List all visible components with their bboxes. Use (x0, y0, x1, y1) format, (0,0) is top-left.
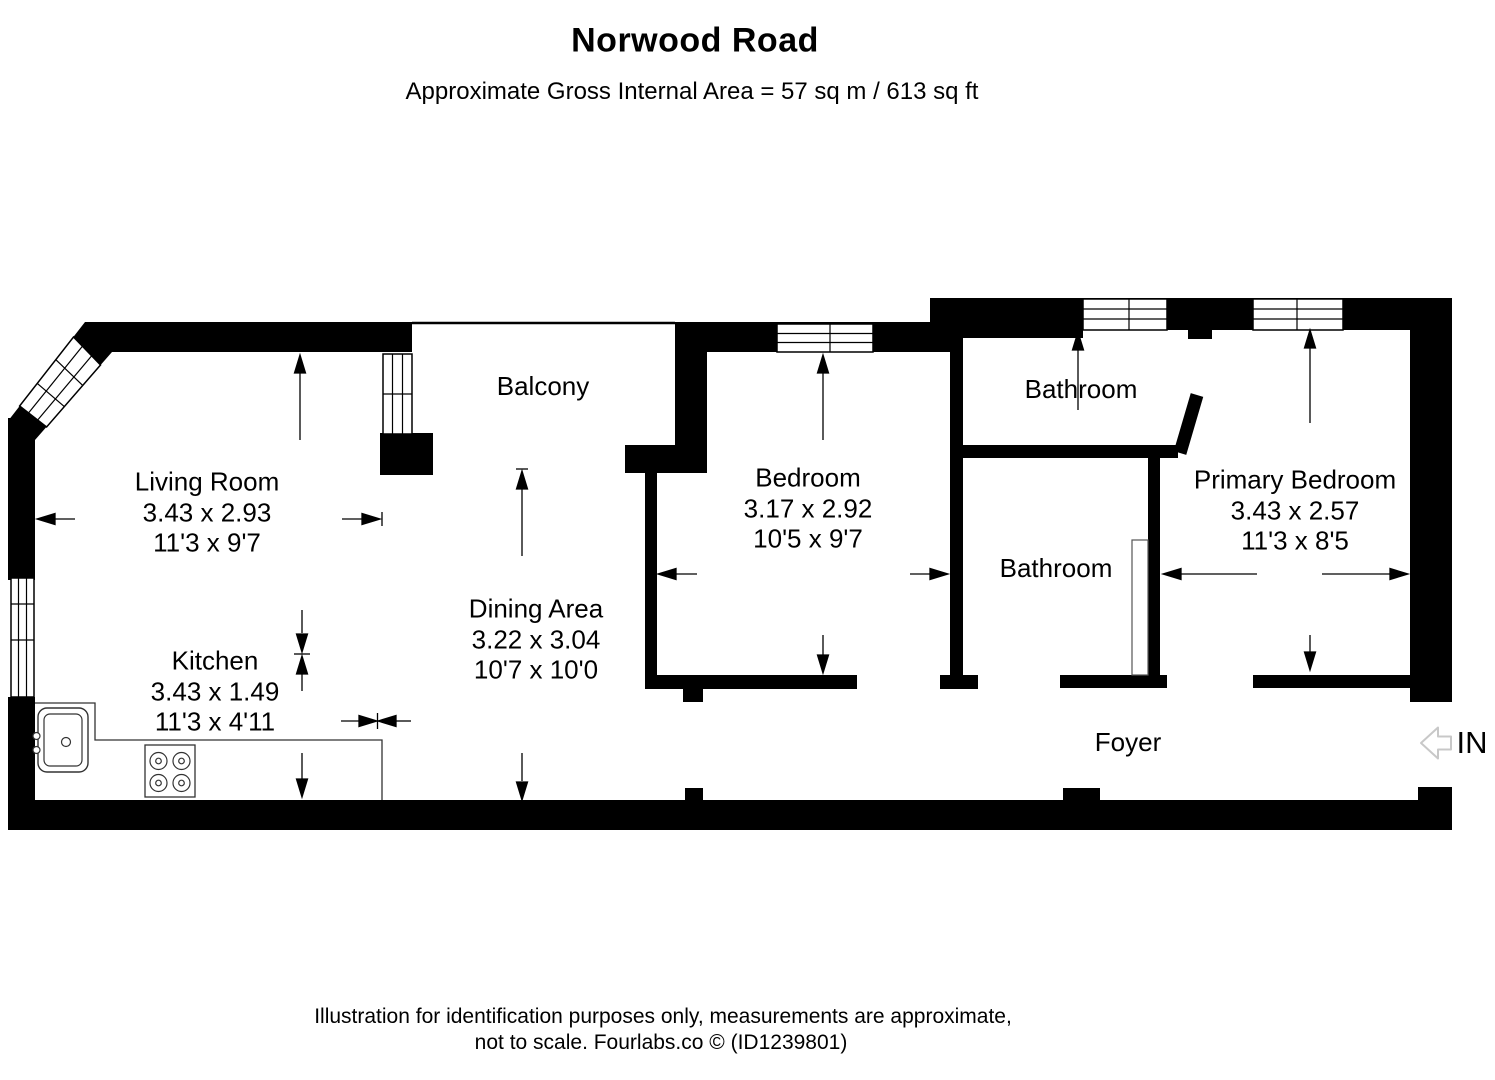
room-dim-m: 3.43 x 1.49 (150, 675, 280, 706)
footer-disclaimer-line1: Illustration for identification purposes… (314, 1005, 1012, 1028)
room-label-dining-area: Dining Area 3.22 x 3.04 10'7 x 10'0 (469, 593, 603, 685)
kitchen-counter (35, 702, 383, 800)
room-dim-ft: 11'3 x 8'5 (1241, 525, 1349, 556)
room-name: Living Room (134, 466, 280, 497)
room-name: Bathroom (1024, 373, 1138, 404)
page-title: Norwood Road (571, 21, 819, 60)
dimension-arrows (34, 327, 1411, 803)
room-name: Balcony (496, 370, 590, 401)
sink-icon (32, 707, 89, 773)
room-dim-m: 3.43 x 2.57 (1230, 494, 1360, 525)
bathroom-door-icon (1131, 539, 1149, 676)
page-subtitle: Approximate Gross Internal Area = 57 sq … (405, 78, 979, 105)
room-dim-m: 3.17 x 2.92 (743, 492, 873, 523)
bay-window (18, 335, 102, 429)
room-name: Bathroom (999, 552, 1113, 583)
room-label-primary-bedroom: Primary Bedroom 3.43 x 2.57 11'3 x 8'5 (1194, 464, 1396, 556)
room-name: Bedroom (755, 462, 861, 493)
entrance-in-label: IN (1456, 725, 1488, 760)
room-label-living-room: Living Room 3.43 x 2.93 11'3 x 9'7 (135, 466, 280, 558)
room-label-bathroom-2: Bathroom (1000, 553, 1113, 584)
room-dim-ft: 10'5 x 9'7 (753, 523, 863, 554)
room-label-foyer: Foyer (1095, 727, 1161, 758)
room-name: Foyer (1094, 726, 1162, 757)
room-label-bathroom-1: Bathroom (1025, 374, 1138, 405)
room-dim-m: 3.22 x 3.04 (471, 623, 601, 654)
room-name: Primary Bedroom (1193, 464, 1397, 495)
walls (8, 298, 1452, 830)
windows (10, 298, 1344, 698)
room-label-balcony: Balcony (497, 371, 590, 402)
room-name: Dining Area (468, 593, 604, 624)
room-label-kitchen: Kitchen 3.43 x 1.49 11'3 x 4'11 (151, 645, 280, 737)
room-dim-ft: 11'3 x 9'7 (153, 527, 261, 558)
stove-icon (144, 744, 196, 798)
room-dim-ft: 10'7 x 10'0 (473, 654, 599, 685)
room-label-bedroom: Bedroom 3.17 x 2.92 10'5 x 9'7 (744, 462, 873, 554)
footer-disclaimer-line2: not to scale. Fourlabs.co © (ID1239801) (474, 1031, 848, 1054)
room-name: Kitchen (171, 645, 259, 676)
room-dim-ft: 11'3 x 4'11 (154, 706, 276, 737)
entrance-arrow-icon (1420, 726, 1452, 760)
room-dim-m: 3.43 x 2.93 (142, 496, 272, 527)
